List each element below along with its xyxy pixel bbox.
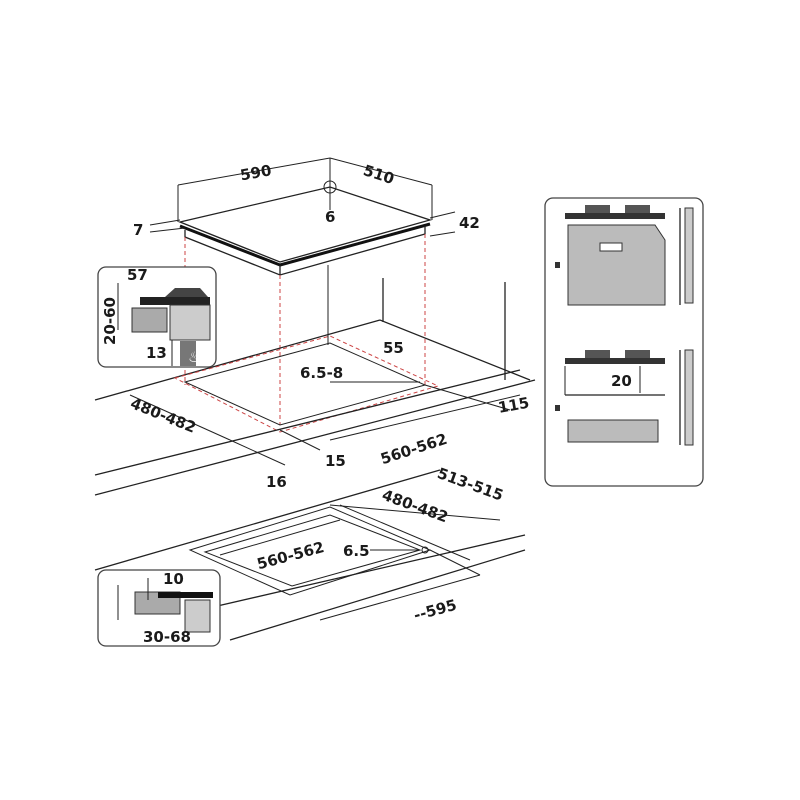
countertop-cutout-top [94, 278, 536, 496]
dim-cutout-front: 16 [266, 473, 287, 491]
dim-bottom-width: 560-562 [255, 538, 326, 573]
dim-hob-thickness: 7 [133, 221, 143, 239]
dim-cutout-depth: 480-482 [128, 394, 199, 436]
dim-outer-depth: 513-515 [435, 464, 506, 504]
dim-recess: 10 [163, 570, 184, 588]
dim-cutout-radius: 6.5-8 [300, 364, 343, 382]
gas-flame-icon: ♨ [188, 348, 201, 366]
countertop-cutout-bottom [94, 469, 526, 641]
inset-bottom-section [97, 569, 221, 647]
dim-inset-range: 20-60 [101, 297, 119, 345]
dim-inset-depth: 57 [127, 266, 148, 284]
dim-inset-gap: 13 [146, 344, 167, 362]
dim-bottom-depth: 480-482 [380, 486, 451, 526]
dim-cutout-width: 560-562 [378, 430, 449, 468]
dim-cutout-back: 55 [383, 339, 404, 357]
inset-top-section: ♨ [97, 266, 217, 368]
hob-drawing [149, 157, 456, 425]
dim-bottom-radius: 6.5 [343, 542, 370, 560]
dim-hob-corner: 6 [325, 208, 335, 226]
dim-side-clearance: 20 [611, 372, 632, 390]
dim-hob-depth: 510 [361, 161, 396, 188]
dim-outer-width: --595 [412, 596, 459, 625]
side-panel-installations [544, 197, 704, 487]
dim-cutout-rear-gap: 115 [497, 394, 531, 417]
dim-thickness: 30-68 [143, 628, 191, 646]
dim-cutout-side: 15 [325, 452, 346, 470]
dim-hob-height: 42 [459, 214, 480, 232]
dim-hob-width: 590 [239, 161, 273, 184]
